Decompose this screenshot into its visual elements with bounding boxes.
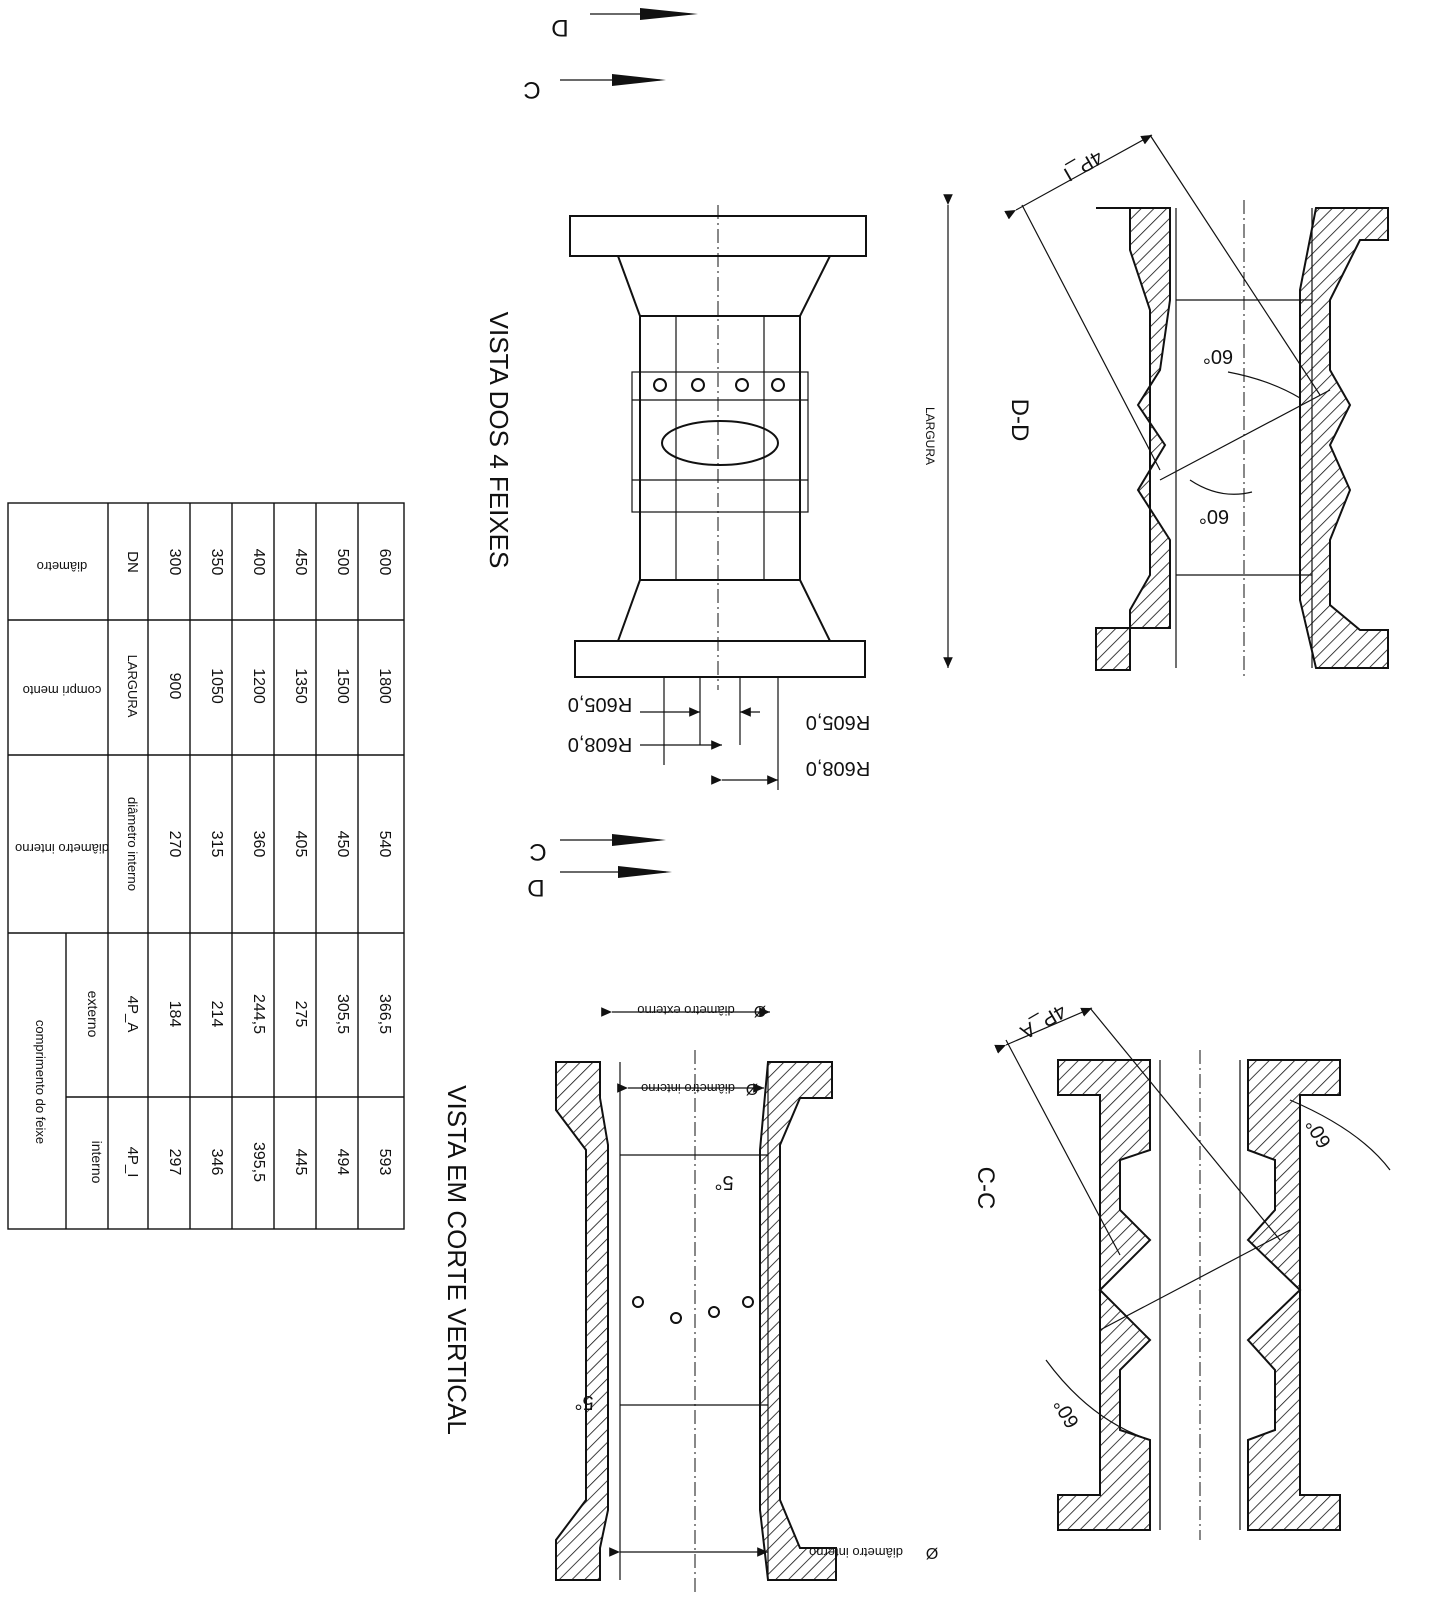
dd-angle-bottom: 60°: [1199, 505, 1229, 527]
section-cc-label: C-C: [972, 1167, 999, 1210]
row-2-diam: 360: [250, 831, 267, 858]
section-dd-label: D-D: [1006, 399, 1033, 442]
row-4-pa: 305,5: [334, 994, 351, 1034]
hdr-interno: interno: [89, 1141, 105, 1184]
row-5-dn: 600: [376, 549, 393, 576]
cc-length-4p-a: 4P_A: [1016, 999, 1070, 1043]
radius-label-outer-b: R608,0: [806, 757, 871, 779]
marker-d-mid: D: [527, 874, 544, 901]
ext-diameter-symbol: Ø: [754, 1002, 766, 1019]
sub-dn: DN: [124, 551, 141, 573]
row-1-pi: 346: [208, 1149, 225, 1176]
row-3-pa: 275: [292, 1001, 309, 1028]
section-d-d: [1004, 134, 1389, 680]
marker-c-mid: C: [529, 838, 546, 865]
row-3-dn: 450: [292, 549, 309, 576]
row-5-pi: 593: [376, 1149, 393, 1176]
dd-angle-top: 60°: [1203, 345, 1233, 367]
four-beam-view: [569, 194, 953, 790]
row-3-largura: 1350: [292, 668, 309, 704]
int-diameter-label-a: diâmetro interno: [641, 1081, 735, 1096]
row-0-pa: 184: [166, 1001, 183, 1028]
sub-largura: LARGURA: [125, 655, 140, 718]
hdr-externo: externo: [85, 991, 101, 1038]
row-2-pi: 395,5: [250, 1142, 267, 1182]
hdr-diametro-interno: diâmetro interno: [15, 841, 109, 856]
row-1-largura: 1050: [208, 668, 225, 704]
row-4-diam: 450: [334, 831, 351, 858]
hdr-comprimento: compri mento: [23, 683, 102, 698]
largura-label: LARGURA: [923, 407, 937, 465]
marker-c-top: C: [523, 76, 540, 103]
row-0-largura: 900: [166, 673, 183, 700]
row-0-dn: 300: [166, 549, 183, 576]
int-diameter-label-b: diâmetro interno: [809, 1545, 903, 1560]
radius-label-inner-b: R605,0: [806, 711, 871, 733]
row-4-largura: 1500: [334, 668, 351, 704]
table-text: diâmetro compri mento diâmetro interno c…: [15, 549, 393, 1184]
row-4-dn: 500: [334, 549, 351, 576]
row-0-pi: 297: [166, 1149, 183, 1176]
row-0-diam: 270: [166, 831, 183, 858]
row-2-pa: 244,5: [250, 994, 267, 1034]
hdr-comprimento-feixe: comprimento do feixe: [33, 1020, 48, 1144]
radius-label-outer-a: R608,0: [568, 733, 633, 755]
bottom-view-label: VISTA EM CORTE VERTICAL: [442, 1085, 472, 1435]
vertical-section-view: [555, 1007, 837, 1592]
labels: VISTA DOS 4 FEIXES VISTA EM CORTE VERTIC…: [442, 14, 1336, 1561]
row-1-diam: 315: [208, 831, 225, 858]
row-5-diam: 540: [376, 831, 393, 858]
row-1-dn: 350: [208, 549, 225, 576]
sub-4p-a: 4P_A: [124, 996, 141, 1033]
int-diameter-symbol-b: Ø: [926, 1544, 938, 1561]
dd-length-4p-i: 4P_I: [1060, 145, 1107, 185]
hdr-diametro: diâmetro: [37, 559, 88, 574]
marker-d-top: D: [551, 14, 568, 41]
row-2-largura: 1200: [250, 668, 267, 704]
row-3-pi: 445: [292, 1149, 309, 1176]
top-view-label: VISTA DOS 4 FEIXES: [484, 312, 514, 569]
dimension-table: [7, 502, 405, 1230]
row-5-pa: 366,5: [376, 994, 393, 1034]
row-4-pi: 494: [334, 1149, 351, 1176]
sub-diam-int: diâmetro interno: [125, 797, 140, 891]
row-5-largura: 1800: [376, 668, 393, 704]
ext-diameter-label: diâmetro externo: [637, 1003, 735, 1018]
angle-5-bottom: 5°: [574, 1391, 593, 1413]
section-c-c: [994, 1007, 1391, 1540]
row-3-diam: 405: [292, 831, 309, 858]
row-1-pa: 214: [208, 1001, 225, 1028]
sub-4p-i: 4P_I: [124, 1147, 141, 1178]
radius-label-inner-a: R605,0: [568, 693, 633, 715]
cc-angle-bottom: 60°: [1050, 1394, 1084, 1431]
row-2-dn: 400: [250, 549, 267, 576]
section-arrows: [560, 8, 698, 878]
int-diameter-symbol-a: Ø: [746, 1080, 758, 1097]
angle-5-top: 5°: [714, 1171, 733, 1193]
